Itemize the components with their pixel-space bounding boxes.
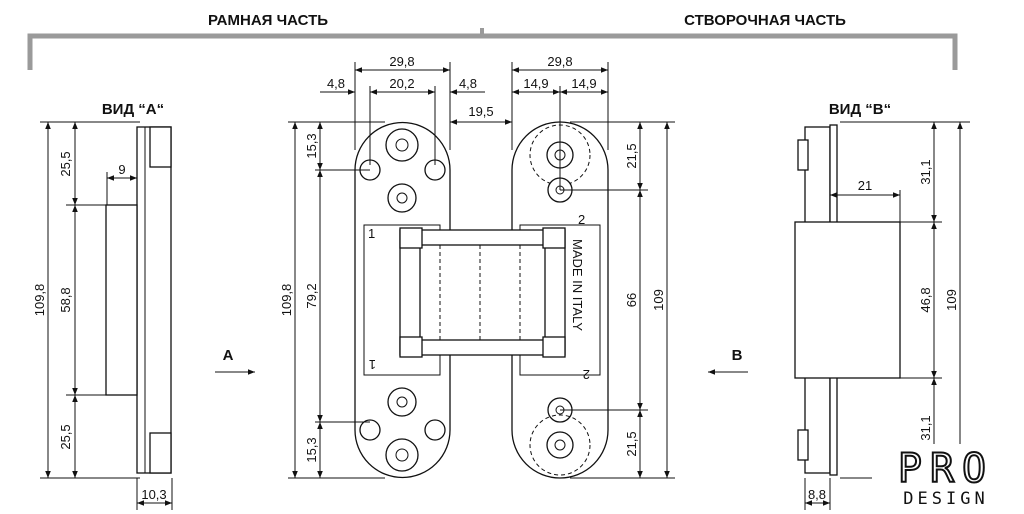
view-a-total-height: 109,8	[32, 284, 47, 317]
sash-total-height: 109	[651, 289, 666, 311]
view-b-profile	[794, 124, 901, 476]
header-bracket	[27, 28, 958, 70]
hinge-linkage	[399, 227, 566, 358]
frame-bottom: 15,3	[304, 437, 319, 462]
view-a-bottom: 25,5	[58, 424, 73, 449]
view-a-profile	[105, 126, 172, 474]
frame-top: 15,3	[304, 133, 319, 158]
frame-center: 20,2	[389, 76, 414, 91]
view-a-width: 10,3	[141, 487, 166, 502]
logo-line2: DESIGN	[903, 489, 988, 509]
view-a-title: ВИД “А“	[102, 101, 164, 118]
hinge-dimensions	[288, 62, 675, 479]
view-b-offset: 21	[858, 178, 872, 193]
view-a-top: 25,5	[58, 151, 73, 176]
pro-design-logo: PRO DESIGN	[872, 444, 1020, 510]
view-b-middle: 46,8	[918, 287, 933, 312]
sash-width: 29,8	[547, 54, 572, 69]
frame-mark-top: 1	[368, 226, 375, 241]
view-a-offset: 9	[118, 162, 125, 177]
sash-bottom: 21,5	[624, 431, 639, 456]
frame-width: 29,8	[389, 54, 414, 69]
view-a-dimensions	[40, 121, 173, 510]
view-b-title: ВИД “B“	[829, 101, 891, 118]
frame-part-heading: РАМНАЯ ЧАСТЬ	[208, 12, 328, 29]
view-a-middle: 58,8	[58, 287, 73, 312]
sash-half-left: 14,9	[523, 76, 548, 91]
frame-gap: 19,5	[468, 104, 493, 119]
arrow-a-label: A	[223, 347, 234, 364]
frame-total-height: 109,8	[279, 284, 294, 317]
logo-line1: PRO	[898, 446, 994, 492]
view-b-width: 8,8	[808, 487, 826, 502]
sash-half-right: 14,9	[571, 76, 596, 91]
brand-text: MADE IN ITALY	[570, 239, 585, 331]
sash-middle: 66	[624, 293, 639, 307]
sash-mark-bottom: 2	[583, 367, 590, 382]
view-b-total-height: 109	[944, 289, 959, 311]
frame-middle: 79,2	[304, 283, 319, 308]
view-b-top: 31,1	[918, 159, 933, 184]
frame-side-right: 4,8	[459, 76, 477, 91]
sash-mark-top: 2	[578, 212, 585, 227]
sash-top: 21,5	[624, 143, 639, 168]
sash-part-heading: СТВОРОЧНАЯ ЧАСТЬ	[684, 12, 846, 29]
frame-mark-bottom: 1	[369, 357, 376, 372]
arrow-b-label: B	[732, 347, 743, 364]
frame-side-left: 4,8	[327, 76, 345, 91]
view-b-bottom: 31,1	[918, 415, 933, 440]
